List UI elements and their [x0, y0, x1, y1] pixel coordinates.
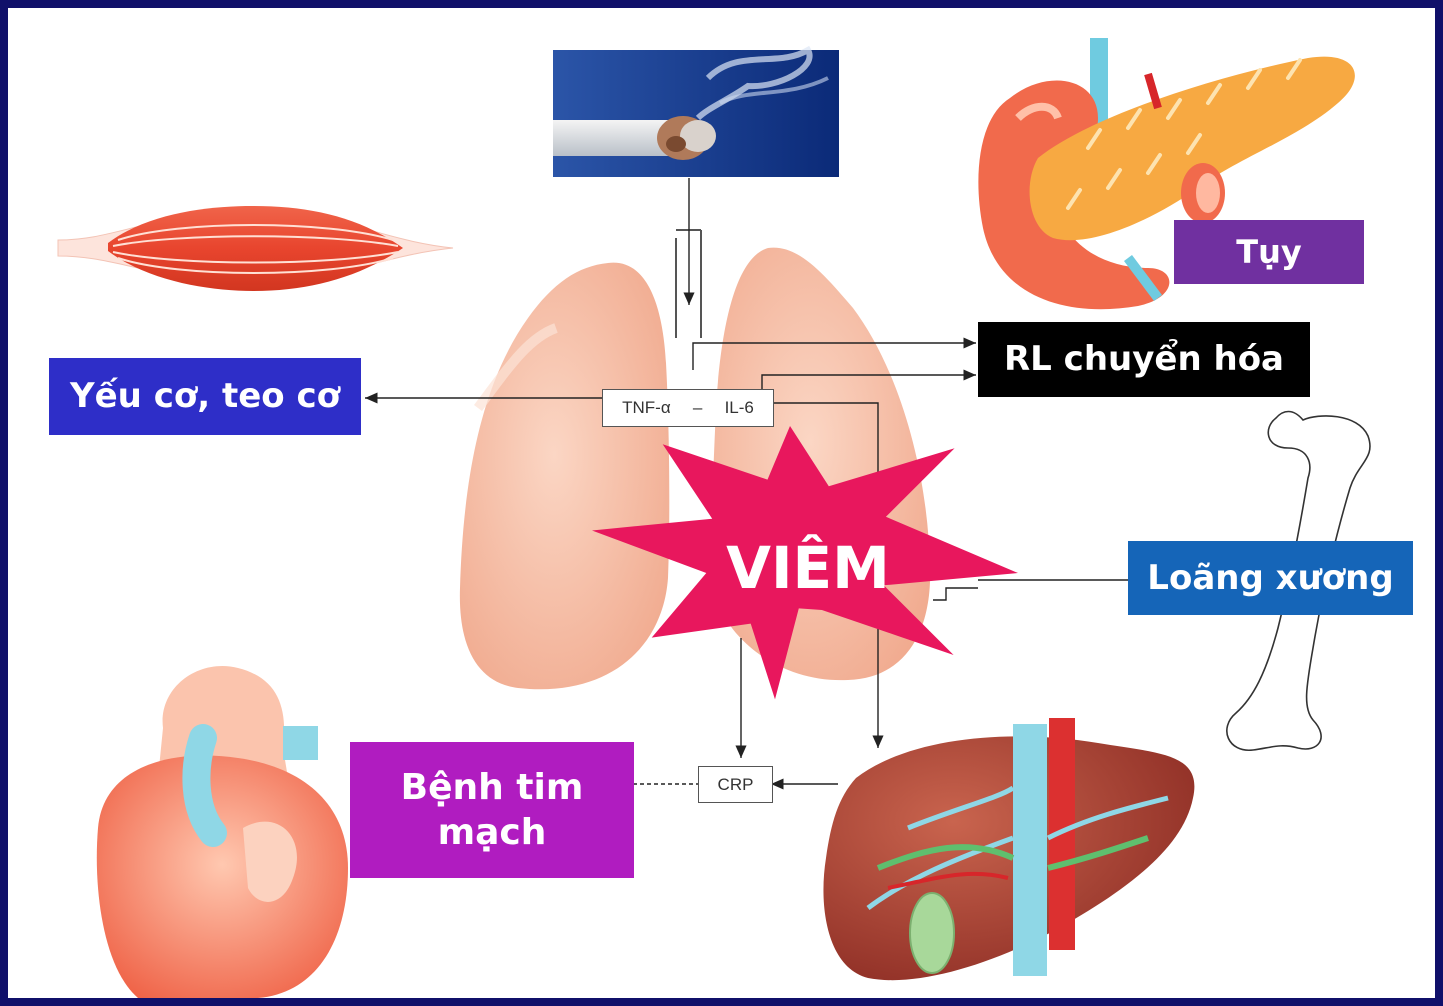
crp-box: CRP — [698, 766, 773, 803]
diagram-canvas — [8, 8, 1435, 998]
inflammation-label: VIÊM — [708, 533, 908, 603]
liver-illustration — [823, 718, 1194, 980]
il6-label: IL-6 — [725, 398, 754, 418]
cytokine-box: TNF-α – IL-6 — [602, 389, 774, 427]
tnf-alpha-label: TNF-α — [622, 398, 671, 418]
slide: Tụy RL chuyển hóa Yếu cơ, teo cơ Loãng x… — [8, 8, 1435, 998]
cytokine-separator: – — [693, 398, 702, 418]
muscle-illustration — [58, 206, 453, 291]
heart-illustration — [97, 666, 348, 998]
muscle-weakness-label: Yếu cơ, teo cơ — [49, 358, 361, 435]
metabolic-disorder-label: RL chuyển hóa — [978, 322, 1310, 397]
cardiovascular-disease-label: Bệnh tim mạch — [350, 742, 634, 878]
pancreas-label: Tụy — [1174, 220, 1364, 284]
osteoporosis-label: Loãng xương — [1128, 541, 1413, 615]
cigarette-image — [553, 50, 839, 177]
